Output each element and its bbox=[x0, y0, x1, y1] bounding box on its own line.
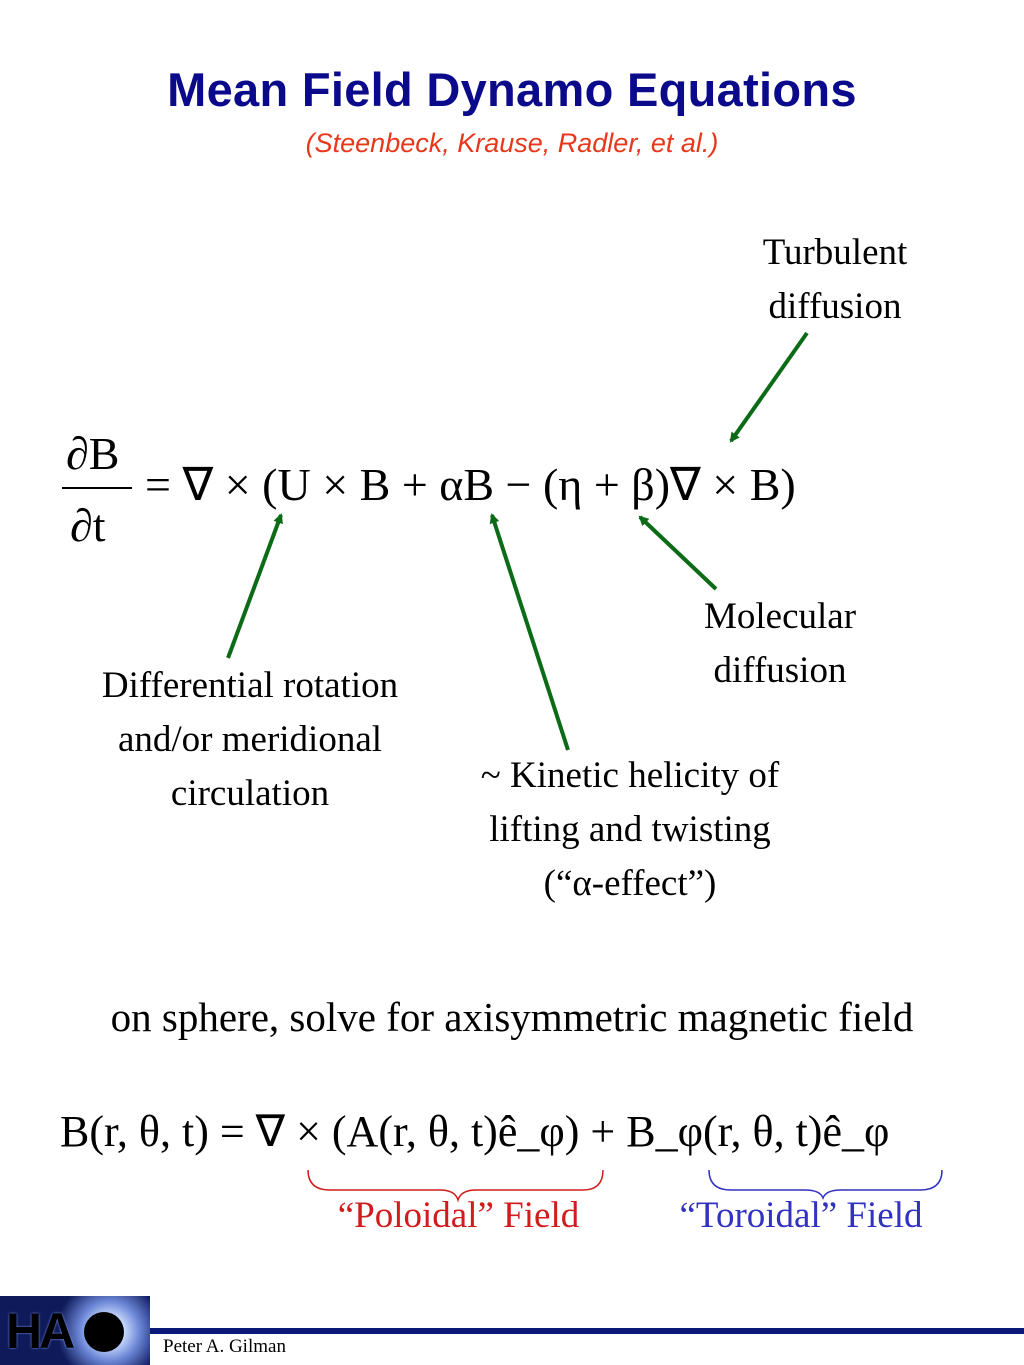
fraction-bar bbox=[62, 487, 132, 489]
footer-author: Peter A. Gilman bbox=[163, 1336, 286, 1357]
field-decomposition-equation: B(r, θ, t) = ∇ × (A(r, θ, t)ê_φ) + B_φ(r… bbox=[60, 1107, 890, 1156]
kinetic-arrow bbox=[489, 513, 570, 751]
label-line: circulation bbox=[170, 773, 330, 814]
molecular-arrow bbox=[638, 515, 718, 591]
logo-sun-icon bbox=[84, 1312, 124, 1352]
page-title: Mean Field Dynamo Equations bbox=[167, 63, 857, 116]
label-line: diffusion bbox=[713, 650, 847, 691]
toroidal-brace bbox=[708, 1169, 943, 1201]
hao-logo: HA bbox=[0, 1296, 150, 1365]
induction-equation: ∂B ∂t = ∇ × (U × B + αB − (η + β)∇ × B) bbox=[60, 425, 960, 565]
fraction-denominator: ∂t bbox=[70, 500, 106, 551]
label-line: Molecular bbox=[703, 596, 857, 637]
label-line: Differential rotation bbox=[101, 665, 399, 706]
label-line: and/or meridional bbox=[117, 719, 383, 760]
sphere-statement: on sphere, solve for axisymmetric magnet… bbox=[110, 994, 914, 1040]
differential-rotation-label: Differential rotation and/or meridional … bbox=[50, 659, 450, 821]
page-subtitle: (Steenbeck, Krause, Radler, et al.) bbox=[305, 128, 719, 158]
footer-rule bbox=[150, 1328, 1024, 1334]
label-line: lifting and twisting bbox=[489, 809, 771, 850]
label-line: Turbulent bbox=[762, 232, 908, 273]
fraction-numerator: ∂B bbox=[66, 428, 120, 479]
kinetic-helicity-label: ~ Kinetic helicity of lifting and twisti… bbox=[430, 749, 830, 911]
label-line: ~ Kinetic helicity of bbox=[480, 755, 780, 796]
poloidal-brace bbox=[307, 1169, 604, 1203]
differential-arrow bbox=[226, 513, 283, 659]
turbulent-arrow bbox=[729, 331, 809, 443]
equation-right-side: = ∇ × (U × B + αB − (η + β)∇ × B) bbox=[145, 459, 796, 510]
logo-letters: HA bbox=[6, 1303, 75, 1359]
toroidal-field-label: “Toroidal” Field bbox=[679, 1195, 923, 1236]
label-line: diffusion bbox=[768, 286, 902, 327]
label-line: (“α-effect”) bbox=[543, 863, 717, 904]
poloidal-field-label: “Poloidal” Field bbox=[337, 1195, 580, 1236]
molecular-diffusion-label: Molecular diffusion bbox=[665, 590, 895, 698]
turbulent-diffusion-label: Turbulent diffusion bbox=[720, 226, 950, 334]
